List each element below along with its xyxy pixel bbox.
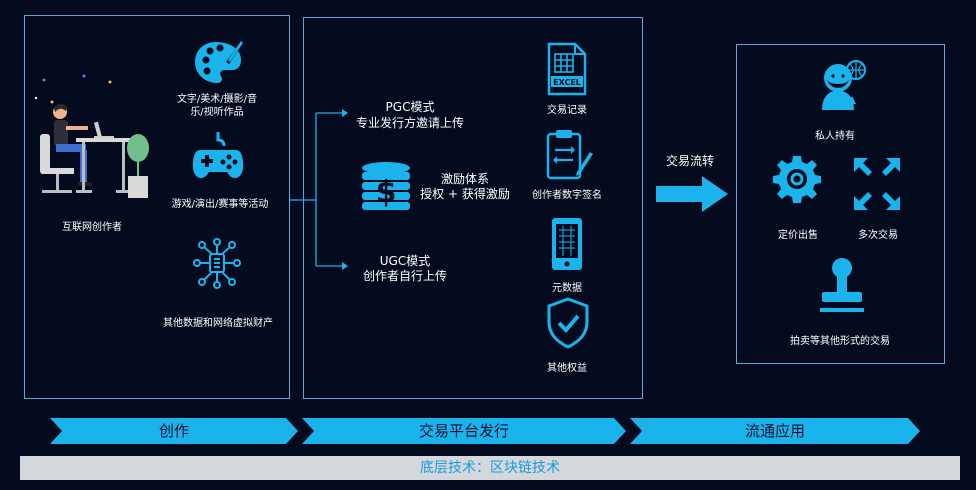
flow-arrow: [656, 176, 728, 212]
pgc-title: PGC模式: [385, 100, 435, 114]
creation-item-events: 游戏/演出/赛事等活动: [171, 199, 269, 210]
stamp-icon: [820, 258, 864, 312]
infrastructure-bar: 底层技术：区块链技术: [20, 456, 960, 480]
multi-trade-label: 多次交易: [858, 230, 898, 241]
stage-circulation: 流通应用: [630, 418, 920, 444]
incentive-title: 激励体系: [440, 172, 489, 186]
excel-file-icon: EXCEL: [547, 42, 587, 96]
stage-circulation-label: 流通应用: [744, 422, 805, 440]
incentive-desc: 授权 + 获得激励: [420, 187, 510, 201]
record-other-rights: 其他权益: [547, 363, 587, 374]
fixed-price-label: 定价出售: [778, 230, 818, 241]
palette-icon: [195, 40, 244, 83]
branch-connector: [290, 109, 348, 270]
clipboard-sign-icon: [546, 130, 593, 180]
record-digital-signature: 创作者数字签名: [532, 190, 602, 201]
excel-badge: EXCEL: [553, 78, 581, 87]
stage-issuance: 交易平台发行: [302, 418, 626, 444]
record-metadata: 元数据: [552, 283, 582, 294]
gear-icon: [773, 156, 821, 203]
private-holding-label: 私人持有: [815, 131, 855, 142]
issuance-panel: [303, 17, 643, 399]
shield-check-icon: [547, 297, 589, 349]
stage-creation: 创作: [50, 418, 298, 444]
creator-label: 互联网创作者: [62, 222, 122, 233]
private-holder-icon: [822, 60, 866, 110]
stage-creation-label: 创作: [158, 422, 189, 440]
auction-label: 拍卖等其他形式的交易: [790, 336, 890, 347]
creation-panel: [24, 15, 290, 399]
flow-label: 交易流转: [665, 154, 714, 168]
coin-stack-icon: $: [362, 162, 410, 210]
phone-icon: [552, 218, 582, 270]
creator-illustration: [34, 74, 149, 198]
creation-item-virtual-assets: 其他数据和网络虚拟财产: [163, 318, 273, 329]
infrastructure-label: 底层技术：区块链技术: [420, 460, 560, 476]
ugc-desc: 创作者自行上传: [362, 269, 447, 283]
circulation-panel: [736, 44, 945, 364]
ugc-title: UGC模式: [379, 254, 431, 268]
svg-text:$: $: [376, 175, 397, 210]
creation-item-works: 文字/美术/摄影/音 乐/视听作品: [176, 94, 258, 118]
network-icon: [193, 238, 241, 289]
multi-direction-arrows-icon: [854, 158, 900, 210]
gamepad-icon: [192, 132, 244, 179]
pgc-desc: 专业发行方邀请上传: [355, 116, 464, 130]
record-trade-log: 交易记录: [547, 105, 587, 116]
stage-issuance-label: 交易平台发行: [418, 422, 509, 440]
